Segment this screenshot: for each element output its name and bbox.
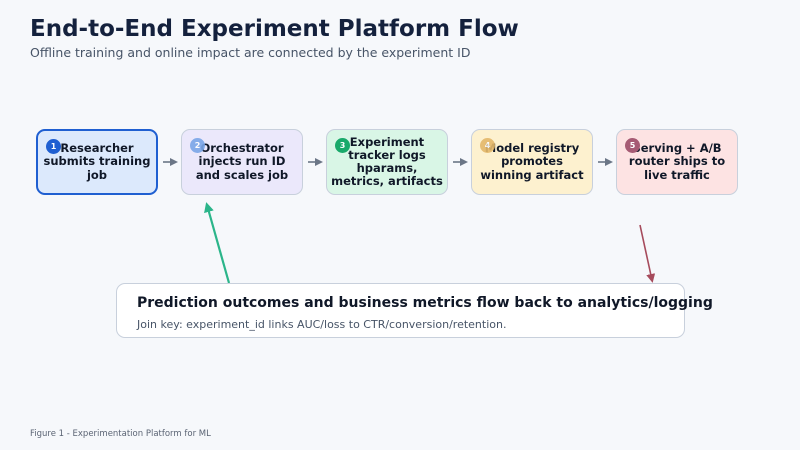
step-experiment-tracker: 3 Experiment tracker logs hparams, metri… (326, 129, 448, 195)
step-label: Experiment tracker logs hparams, metrics… (331, 134, 443, 189)
step-serving-router: 5 Serving + A/B router ships to live tra… (616, 129, 738, 195)
step-researcher: 1 Researcher submits training job (36, 129, 158, 195)
step-number-badge: 2 (190, 138, 205, 153)
step-number-badge: 5 (625, 138, 640, 153)
feedback-text: Join key: experiment_id links AUC/loss t… (137, 318, 507, 331)
step-label: Orchestrator injects run ID and scales j… (195, 141, 289, 182)
step-number-badge: 3 (335, 138, 350, 153)
page-subtitle: Offline training and online impact are c… (30, 45, 471, 60)
step-orchestrator: 2 Orchestrator injects run ID and scales… (181, 129, 303, 195)
step-number-badge: 4 (480, 138, 495, 153)
step-label: Model registry promotes winning artifact (480, 141, 584, 182)
serving-arrow (639, 224, 656, 283)
figure-caption: Figure 1 - Experimentation Platform for … (30, 429, 211, 439)
step-model-registry: 4 Model registry promotes winning artifa… (471, 129, 593, 195)
step-label: Serving + A/B router ships to live traff… (628, 141, 726, 182)
feedback-box: Prediction outcomes and business metrics… (116, 283, 713, 338)
feedback-title: Prediction outcomes and business metrics… (137, 295, 713, 311)
step-label: Researcher submits training job (43, 141, 151, 182)
page-title: End-to-End Experiment Platform Flow (30, 16, 519, 42)
feedback-arrow (204, 202, 231, 284)
step-number-badge: 1 (46, 139, 61, 154)
